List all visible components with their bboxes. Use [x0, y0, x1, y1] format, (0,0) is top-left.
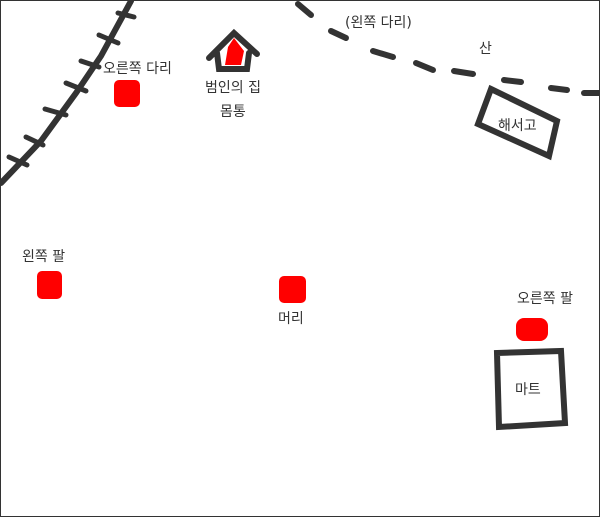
house-fill — [225, 38, 244, 65]
torso-label: 몸통 — [220, 104, 246, 120]
police-station-label: 해서고 — [498, 118, 537, 134]
railway-ties — [6, 10, 137, 168]
head-marker — [279, 276, 306, 303]
police-station-box — [474, 84, 561, 161]
railway-line — [1, 1, 134, 186]
house-icon — [206, 28, 260, 72]
left-leg-label: (왼쪽 다리) — [345, 15, 412, 31]
right-leg-label: 오른쪽 다리 — [103, 61, 172, 77]
mart-label: 마트 — [515, 382, 541, 398]
mountain-dashed-line — [295, 1, 599, 96]
left-arm-marker — [37, 271, 62, 299]
right-leg-marker — [114, 80, 140, 107]
criminal-house-label: 범인의 집 — [205, 80, 261, 96]
mountain-label: 산 — [479, 41, 492, 57]
left-arm-label: 왼쪽 팔 — [22, 249, 66, 265]
right-arm-label: 오른쪽 팔 — [517, 291, 573, 307]
mart-box — [493, 347, 569, 431]
right-arm-marker — [516, 318, 548, 341]
head-label: 머리 — [278, 311, 304, 327]
